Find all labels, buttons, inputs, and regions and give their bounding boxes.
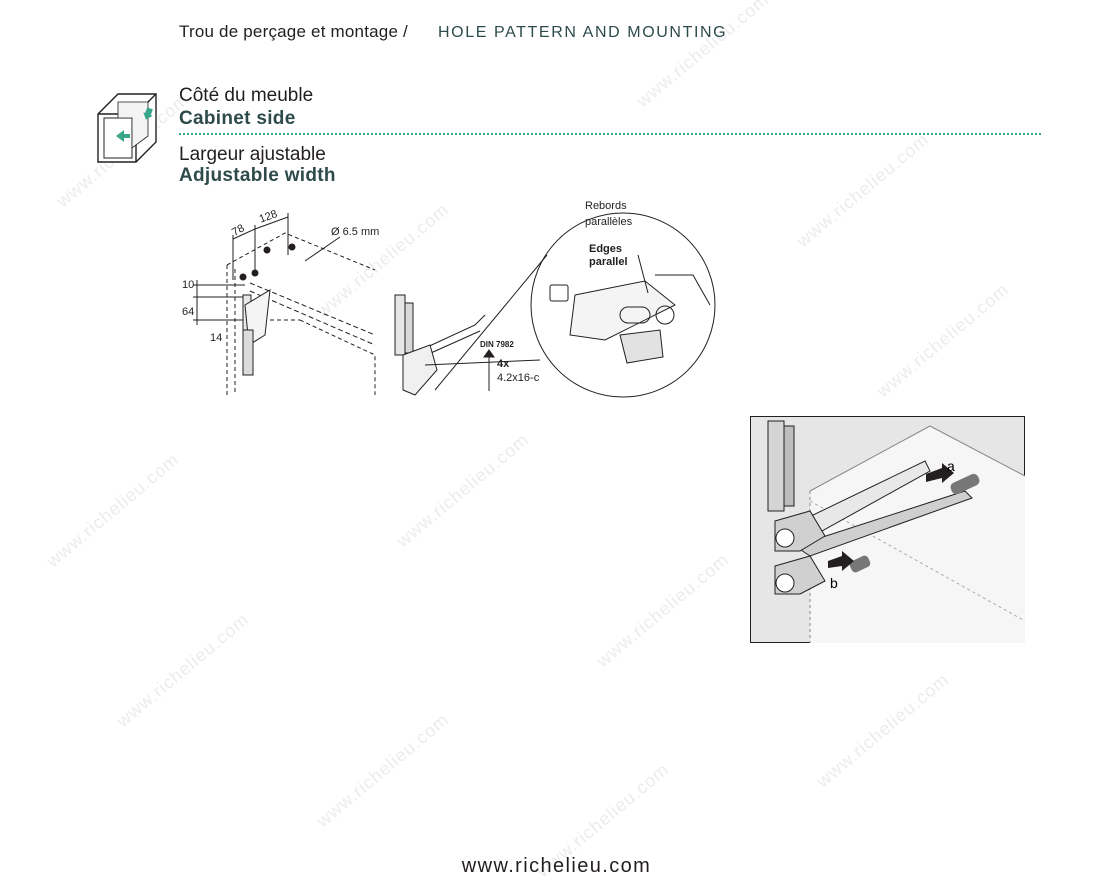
dim-128-label: 128	[258, 208, 279, 226]
hole-pattern-drawing: 78 128 Ø 6.5 mm 10 64 14 Rebords parallè…	[182, 200, 716, 398]
screw-qty-label: 4x	[497, 358, 510, 370]
photo-label-b: b	[830, 575, 838, 591]
adjustable-width-label-fr: Largeur ajustable	[179, 144, 326, 165]
dim-10-label: 10	[182, 279, 194, 291]
cabinet-icon	[97, 93, 157, 163]
screw-standard-label: DIN 7982	[480, 340, 514, 349]
header-title-en: HOLE PATTERN AND MOUNTING	[438, 24, 728, 41]
photo-label-a: a	[947, 458, 955, 474]
detail-label-en-1: Edges	[589, 243, 622, 255]
header-title-fr: Trou de perçage et montage /	[179, 22, 408, 41]
dim-14-label: 14	[210, 332, 222, 344]
footer-url[interactable]: www.richelieu.com	[461, 855, 652, 877]
installation-photo: a b	[750, 416, 1025, 643]
adjustable-width-label-en: Adjustable width	[179, 165, 336, 186]
detail-label-fr-2: parallèles	[585, 216, 633, 228]
cabinet-side-label-en: Cabinet side	[179, 108, 296, 129]
section-divider	[179, 133, 1041, 135]
cabinet-side-label-fr: Côté du meuble	[179, 85, 314, 106]
dim-78-label: 78	[230, 222, 247, 239]
dim-64-label: 64	[182, 306, 194, 318]
detail-label-fr-1: Rebords	[585, 200, 627, 212]
hole-diameter-label: Ø 6.5 mm	[331, 226, 379, 238]
detail-label-en-2: parallel	[589, 256, 628, 268]
screw-size-label: 4.2x16-c	[497, 372, 540, 384]
